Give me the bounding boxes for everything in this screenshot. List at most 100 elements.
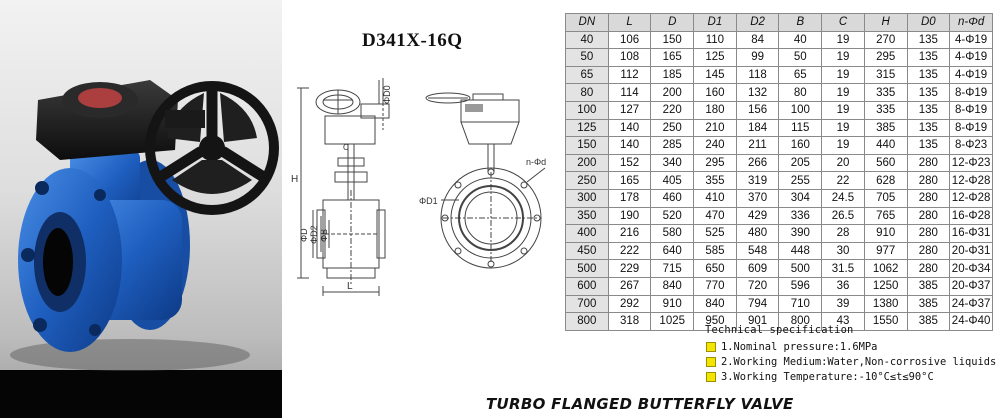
table-cell: 340: [650, 153, 695, 173]
table-cell: 220: [650, 100, 695, 120]
table-cell: 50: [565, 48, 609, 67]
table-cell: 1550: [863, 312, 908, 331]
table-cell: 470: [693, 206, 737, 226]
table-cell: 135: [906, 136, 951, 155]
table-cell: 585: [693, 241, 737, 261]
spec-title: Technical specification: [705, 324, 854, 336]
table-cell: 8-Φ19: [949, 100, 993, 120]
table-cell: 350: [565, 206, 609, 226]
table-cell: 150: [650, 30, 695, 50]
table-cell: 335: [863, 83, 908, 102]
table-cell: 405: [650, 171, 695, 190]
table-cell: 840: [693, 294, 737, 314]
table-cell: 31.5: [821, 259, 865, 278]
table-cell: 385: [863, 118, 908, 138]
label-nd: n-Φd: [526, 157, 546, 167]
table-cell: 304: [778, 188, 823, 208]
table-cell: 700: [565, 294, 609, 314]
table-cell: 977: [863, 241, 908, 261]
table-cell: 50: [778, 48, 823, 67]
column-header: L: [607, 13, 652, 32]
table-cell: 295: [863, 48, 908, 67]
table-cell: 240: [693, 136, 737, 155]
table-cell: 548: [735, 241, 780, 261]
column-header: D1: [693, 13, 737, 32]
table-cell: 280: [906, 153, 951, 173]
table-cell: 800: [778, 312, 823, 331]
label-d1: ΦD1: [419, 196, 438, 206]
table-cell: 115: [778, 118, 823, 138]
table-cell: 190: [607, 206, 652, 226]
table-cell: 525: [693, 224, 737, 243]
table-cell: 355: [693, 171, 737, 190]
table-cell: 135: [906, 30, 951, 50]
yellow-square-icon: [706, 341, 716, 352]
column-header: n-Φd: [949, 13, 993, 32]
table-cell: 222: [607, 241, 652, 261]
table-cell: 19: [821, 48, 865, 67]
spec-item: 1.Nominal pressure:1.6MPa: [706, 339, 996, 354]
table-cell: 80: [565, 83, 609, 102]
table-cell: 628: [863, 171, 908, 190]
table-cell: 4-Φ19: [949, 48, 993, 67]
table-cell: 285: [650, 136, 695, 155]
table-cell: 132: [735, 83, 780, 102]
table-cell: 200: [565, 153, 609, 173]
yellow-square-icon: [706, 356, 716, 367]
table-cell: 160: [778, 136, 823, 155]
table-cell: 4-Φ19: [949, 65, 993, 85]
table-cell: 270: [863, 30, 908, 50]
table-cell: 267: [607, 276, 652, 296]
technical-drawing: H ΦD0 ΦD ΦD2 ΦB L C ΦD1 n-Φd: [291, 78, 546, 296]
table-cell: 112: [607, 65, 652, 85]
column-header: B: [778, 13, 823, 32]
table-cell: 140: [607, 136, 652, 155]
table-cell: 266: [735, 153, 780, 173]
table-cell: 135: [906, 83, 951, 102]
technical-specification: Technical specification 1.Nominal pressu…: [705, 324, 996, 384]
table-cell: 8-Φ19: [949, 118, 993, 138]
table-cell: 100: [565, 100, 609, 120]
table-cell: 390: [778, 224, 823, 243]
table-cell: 19: [821, 83, 865, 102]
table-cell: 184: [735, 118, 780, 138]
table-cell: 429: [735, 206, 780, 226]
table-cell: 40: [778, 30, 823, 50]
table-cell: 650: [693, 259, 737, 278]
table-cell: 24.5: [821, 188, 865, 208]
table-cell: 118: [735, 65, 780, 85]
table-cell: 319: [735, 171, 780, 190]
table-cell: 596: [778, 276, 823, 296]
column-header: C: [821, 13, 865, 32]
table-cell: 370: [735, 188, 780, 208]
table-cell: 440: [863, 136, 908, 155]
table-cell: 715: [650, 259, 695, 278]
table-cell: 520: [650, 206, 695, 226]
table-cell: 12-Φ23: [949, 153, 993, 173]
table-cell: 145: [693, 65, 737, 85]
table-cell: 180: [693, 100, 737, 120]
table-cell: 910: [863, 224, 908, 243]
column-header: DN: [565, 13, 609, 32]
label-d0: ΦD0: [382, 85, 392, 104]
table-cell: 19: [821, 136, 865, 155]
table-cell: 125: [693, 48, 737, 67]
table-cell: 156: [735, 100, 780, 120]
table-cell: 280: [906, 188, 951, 208]
table-cell: 205: [778, 153, 823, 173]
label-d2: ΦD2: [309, 225, 319, 244]
table-cell: 12-Φ28: [949, 171, 993, 190]
table-cell: 8-Φ19: [949, 83, 993, 102]
table-cell: 280: [906, 224, 951, 243]
table-cell: 8-Φ23: [949, 136, 993, 155]
table-cell: 135: [906, 100, 951, 120]
table-cell: 40: [565, 30, 609, 50]
table-cell: 1062: [863, 259, 908, 278]
